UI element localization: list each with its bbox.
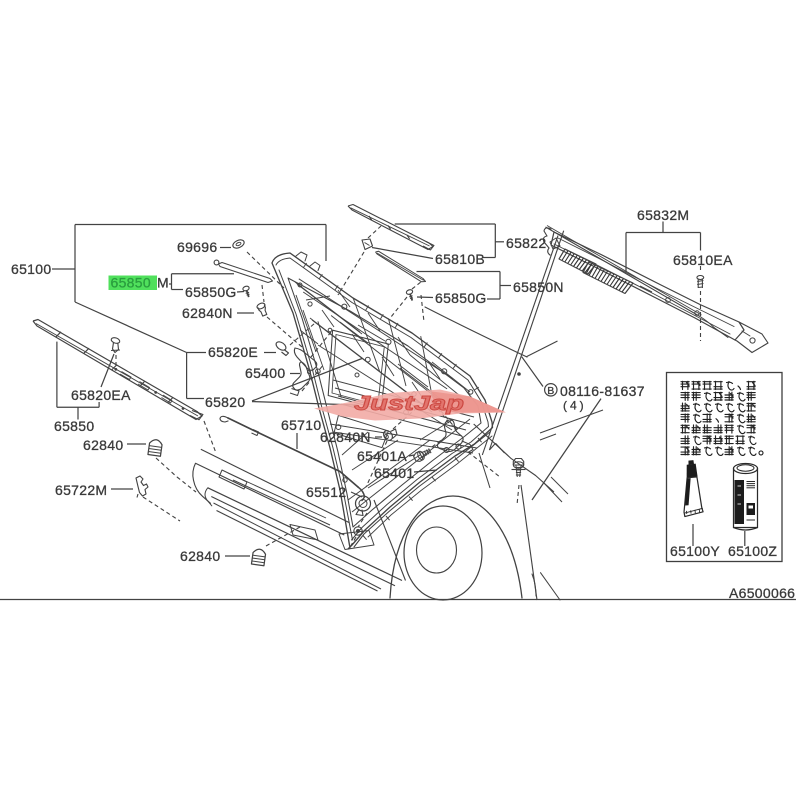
svg-text:08116-81637: 08116-81637 [560,383,645,399]
svg-text:62840N: 62840N [182,305,233,321]
svg-text:65810EA: 65810EA [673,252,733,268]
svg-text:65820: 65820 [205,394,245,410]
svg-text:M: M [157,275,169,291]
svg-text:65820EA: 65820EA [71,387,131,403]
svg-text:69696: 69696 [177,239,217,255]
svg-text:A6500066: A6500066 [729,585,795,601]
svg-text:62840: 62840 [83,437,123,453]
svg-text:B: B [547,385,554,397]
svg-text:65512: 65512 [306,484,346,500]
svg-text:65850N: 65850N [513,279,564,295]
svg-text:JustJap: JustJap [354,392,464,415]
svg-text:65820E: 65820E [208,344,258,360]
svg-text:62840: 62840 [180,548,220,564]
svg-text:(4): (4) [563,399,587,413]
svg-text:65100: 65100 [11,261,51,277]
svg-text:65832M: 65832M [637,207,689,223]
svg-text:65850G: 65850G [185,284,237,300]
svg-text:65722M: 65722M [55,482,107,498]
svg-text:65850G: 65850G [435,290,487,306]
svg-text:62840N: 62840N [320,429,371,445]
svg-text:65401: 65401 [374,465,414,481]
svg-text:65100Z: 65100Z [728,543,777,559]
svg-text:65810B: 65810B [435,251,485,267]
svg-text:65850: 65850 [111,275,151,291]
svg-text:65850: 65850 [54,418,94,434]
svg-text:65710: 65710 [281,417,321,433]
svg-text:65401A: 65401A [357,448,407,464]
svg-text:65100Y: 65100Y [670,543,720,559]
svg-text:65822: 65822 [506,235,546,251]
svg-text:65400: 65400 [245,365,285,381]
